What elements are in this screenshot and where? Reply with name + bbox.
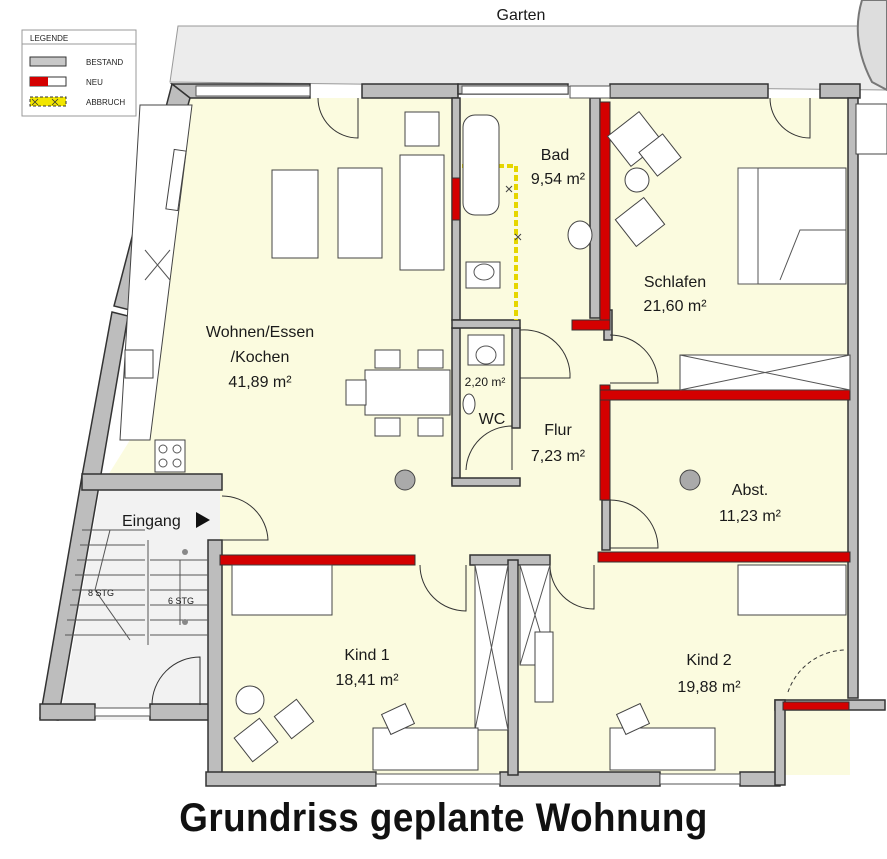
room-kind1-area: 18,41 m² bbox=[335, 672, 399, 689]
room-kind2-area: 19,88 m² bbox=[677, 679, 741, 696]
garden-label: Garten bbox=[497, 7, 546, 24]
windows bbox=[94, 85, 741, 785]
entrance-arrow-icon bbox=[196, 512, 210, 528]
room-kind1-name: Kind 1 bbox=[344, 647, 389, 664]
stair-label-1: 8 STG bbox=[88, 588, 114, 598]
room-wc-name: WC bbox=[479, 411, 506, 428]
garden-area bbox=[169, 0, 887, 92]
stair-label-2: 6 STG bbox=[168, 596, 194, 606]
room-wohnen-area: 41,89 m² bbox=[228, 374, 292, 391]
room-abst-name: Abst. bbox=[732, 482, 768, 499]
room-wc-area: 2,20 m² bbox=[465, 375, 506, 389]
new-walls bbox=[219, 101, 851, 711]
legend-heading: LEGENDE bbox=[30, 34, 68, 43]
room-flur-area: 7,23 m² bbox=[531, 448, 586, 465]
room-schlafen-name: Schlafen bbox=[644, 274, 706, 291]
doors bbox=[151, 97, 846, 706]
plan-title: Grundriss geplante Wohnung bbox=[179, 796, 708, 840]
legend-swatch-bestand bbox=[29, 56, 67, 67]
room-bad-area: 9,54 m² bbox=[531, 171, 586, 188]
legend-label-neu: NEU bbox=[86, 78, 103, 87]
room-flur-name: Flur bbox=[544, 422, 572, 439]
room-kind2-name: Kind 2 bbox=[686, 652, 731, 669]
legend-swatch-abbruch bbox=[29, 96, 67, 107]
room-wohnen-name-line2: /Kochen bbox=[231, 349, 290, 366]
furniture bbox=[65, 103, 887, 771]
room-abst-area: 11,23 m² bbox=[719, 508, 782, 525]
legend-label-abbruch: ABBRUCH bbox=[86, 98, 125, 107]
legend-label-bestand: BESTAND bbox=[86, 58, 123, 67]
legend: LEGENDE BESTAND NEU ABBRUCH bbox=[21, 29, 137, 117]
room-schlafen-area: 21,60 m² bbox=[643, 298, 707, 315]
entrance-label: Eingang bbox=[122, 513, 181, 530]
room-wohnen-name-line1: Wohnen/Essen bbox=[206, 324, 314, 341]
room-bad-name: Bad bbox=[541, 147, 569, 164]
